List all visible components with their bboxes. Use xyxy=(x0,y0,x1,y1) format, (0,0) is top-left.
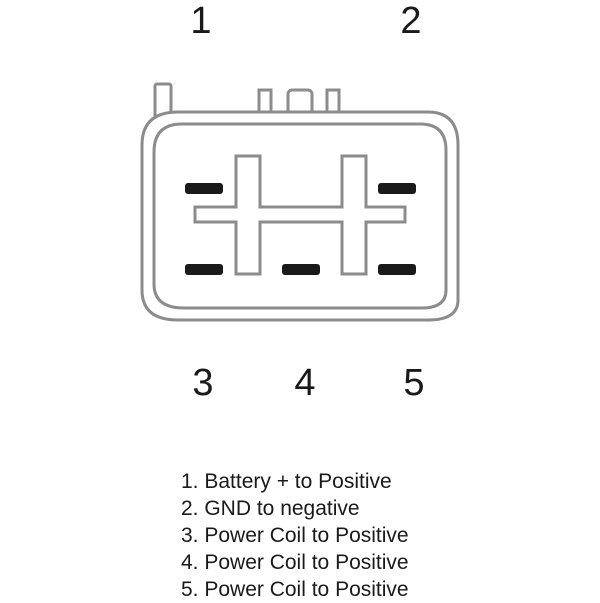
pin-label-5: 5 xyxy=(403,362,425,404)
pin-label-1: 1 xyxy=(190,0,212,42)
legend-item-3: 3. Power Coil to Positive xyxy=(181,524,409,547)
pin-label-2: 2 xyxy=(400,0,422,42)
legend-item-5: 5. Power Coil to Positive xyxy=(181,578,409,601)
terminal-3 xyxy=(185,264,223,275)
connector-key xyxy=(193,154,407,276)
pin-label-3: 3 xyxy=(192,362,214,404)
legend-item-4: 4. Power Coil to Positive xyxy=(181,551,409,574)
pinout-legend: 1. Battery + to Positive 2. GND to negat… xyxy=(181,468,409,603)
legend-item-2: 2. GND to negative xyxy=(181,497,360,520)
terminal-1 xyxy=(185,183,223,194)
legend-item-1: 1. Battery + to Positive xyxy=(181,470,392,493)
terminal-2 xyxy=(378,183,416,194)
terminal-5 xyxy=(378,264,416,275)
pin-label-4: 4 xyxy=(294,362,316,404)
terminal-4 xyxy=(282,264,320,275)
